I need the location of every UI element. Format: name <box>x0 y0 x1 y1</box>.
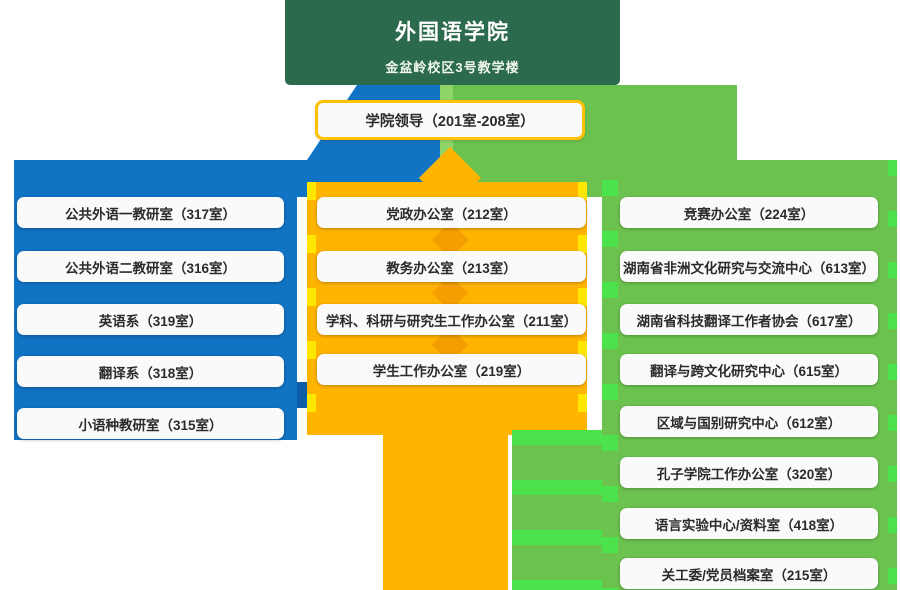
box-room-617: 湖南省科技翻译工作者协会（617室） <box>620 304 878 335</box>
header-banner: 外国语学院 金盆岭校区3号教学楼 <box>285 0 620 85</box>
box-room-613: 湖南省非洲文化研究与交流中心（613室） <box>620 251 878 282</box>
box-room-213: 教务办公室（213室） <box>317 251 586 282</box>
box-room-316: 公共外语二教研室（316室） <box>17 251 284 282</box>
box-room-317: 公共外语一教研室（317室） <box>17 197 284 228</box>
box-room-212: 党政办公室（212室） <box>317 197 586 228</box>
middle-column-stem <box>383 435 508 590</box>
box-room-615: 翻译与跨文化研究中心（615室） <box>620 354 878 385</box>
box-room-224: 竞赛办公室（224室） <box>620 197 878 228</box>
box-room-320: 孔子学院工作办公室（320室） <box>620 457 878 488</box>
box-room-319: 英语系（319室） <box>17 304 284 335</box>
page-subtitle: 金盆岭校区3号教学楼 <box>385 60 520 75</box>
right-column-stripe-zone <box>512 430 602 590</box>
box-room-315: 小语种教研室（315室） <box>17 408 284 439</box>
box-room-318: 翻译系（318室） <box>17 356 284 387</box>
page-title: 外国语学院 <box>395 21 510 44</box>
box-room-418: 语言实验中心/资料室（418室） <box>620 508 878 539</box>
box-leadership: 学院领导（201室-208室） <box>315 100 585 140</box>
box-room-219: 学生工作办公室（219室） <box>317 354 586 385</box>
box-room-211: 学科、科研与研究生工作办公室（211室） <box>317 304 586 335</box>
box-room-215: 关工委/党员档案室（215室） <box>620 558 878 589</box>
box-room-612: 区域与国别研究中心（612室） <box>620 406 878 437</box>
